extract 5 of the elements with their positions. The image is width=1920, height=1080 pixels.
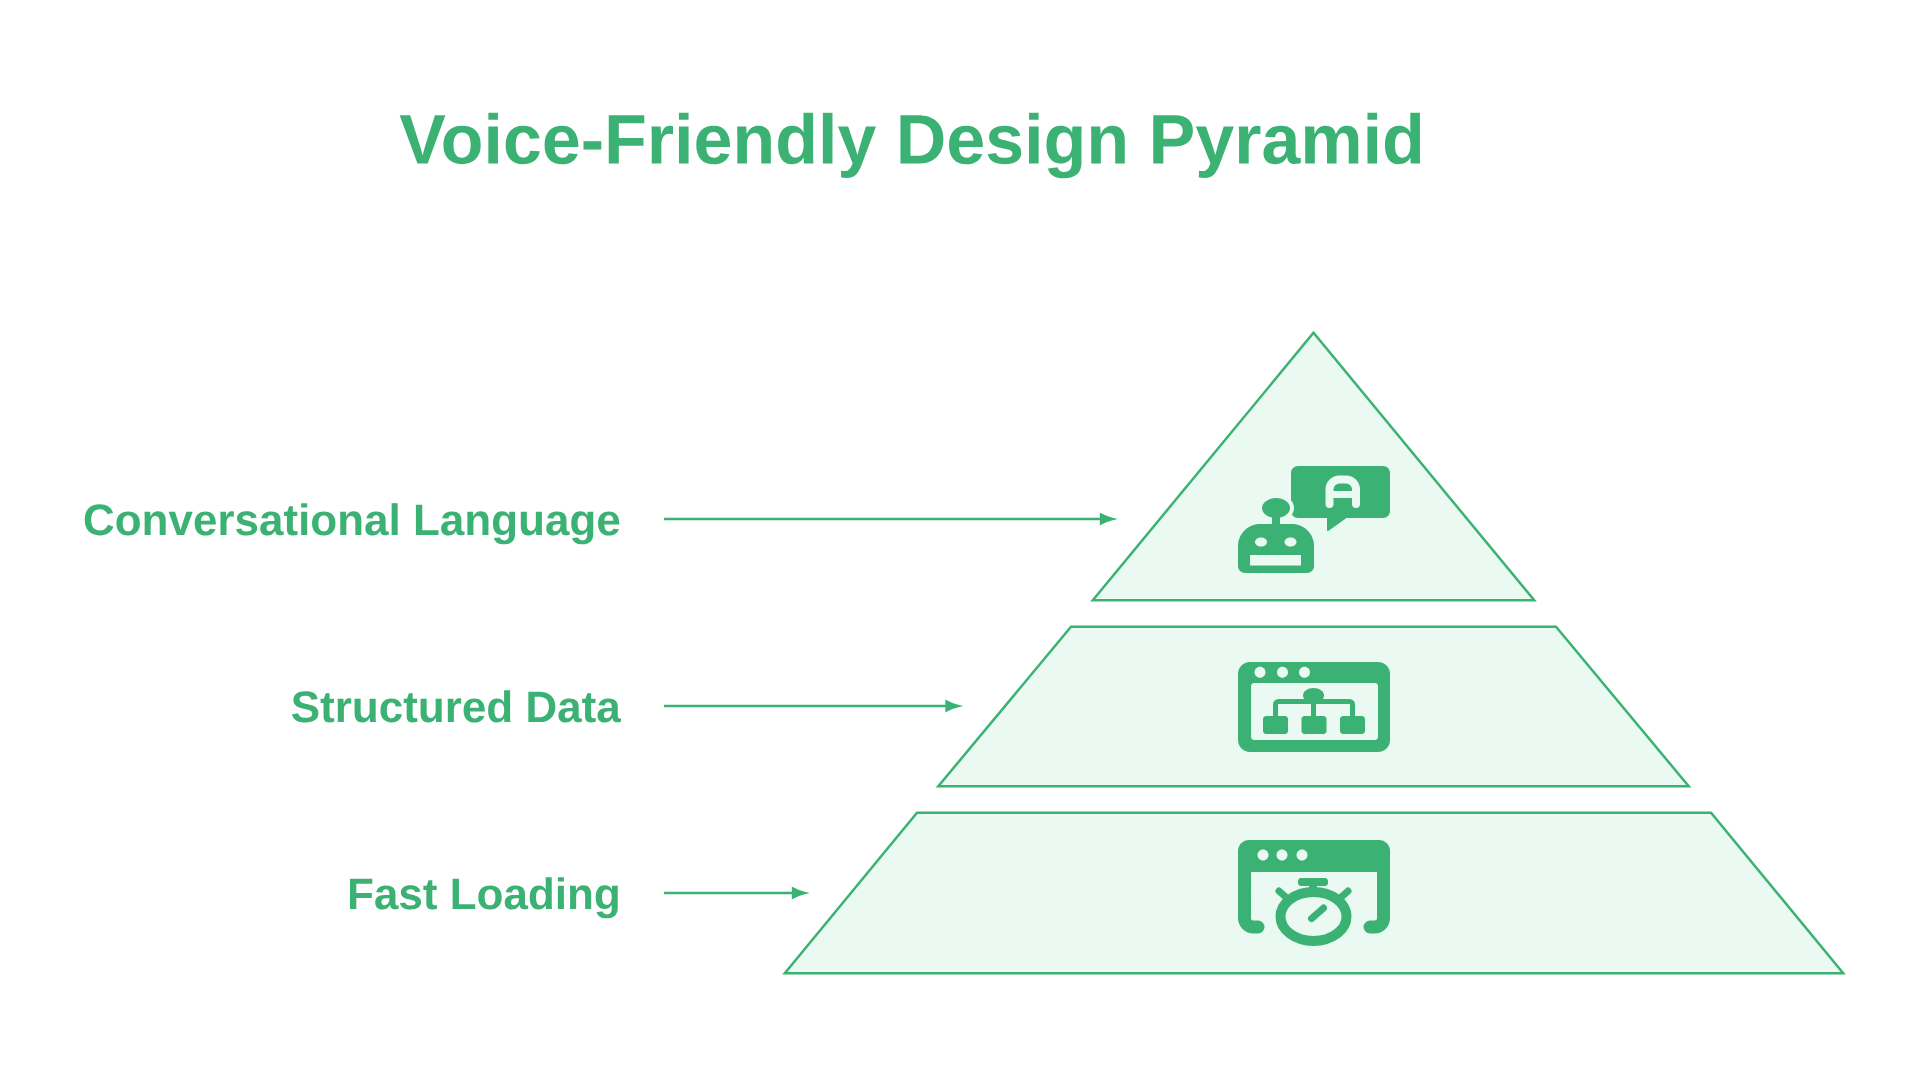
level-label: Fast Loading <box>350 877 618 919</box>
level-label: Structured Data <box>292 690 621 723</box>
level-label: Conversational Language <box>84 503 620 545</box>
arrow <box>664 700 960 712</box>
title: Voice-Friendly Design Pyramid <box>399 112 1421 179</box>
